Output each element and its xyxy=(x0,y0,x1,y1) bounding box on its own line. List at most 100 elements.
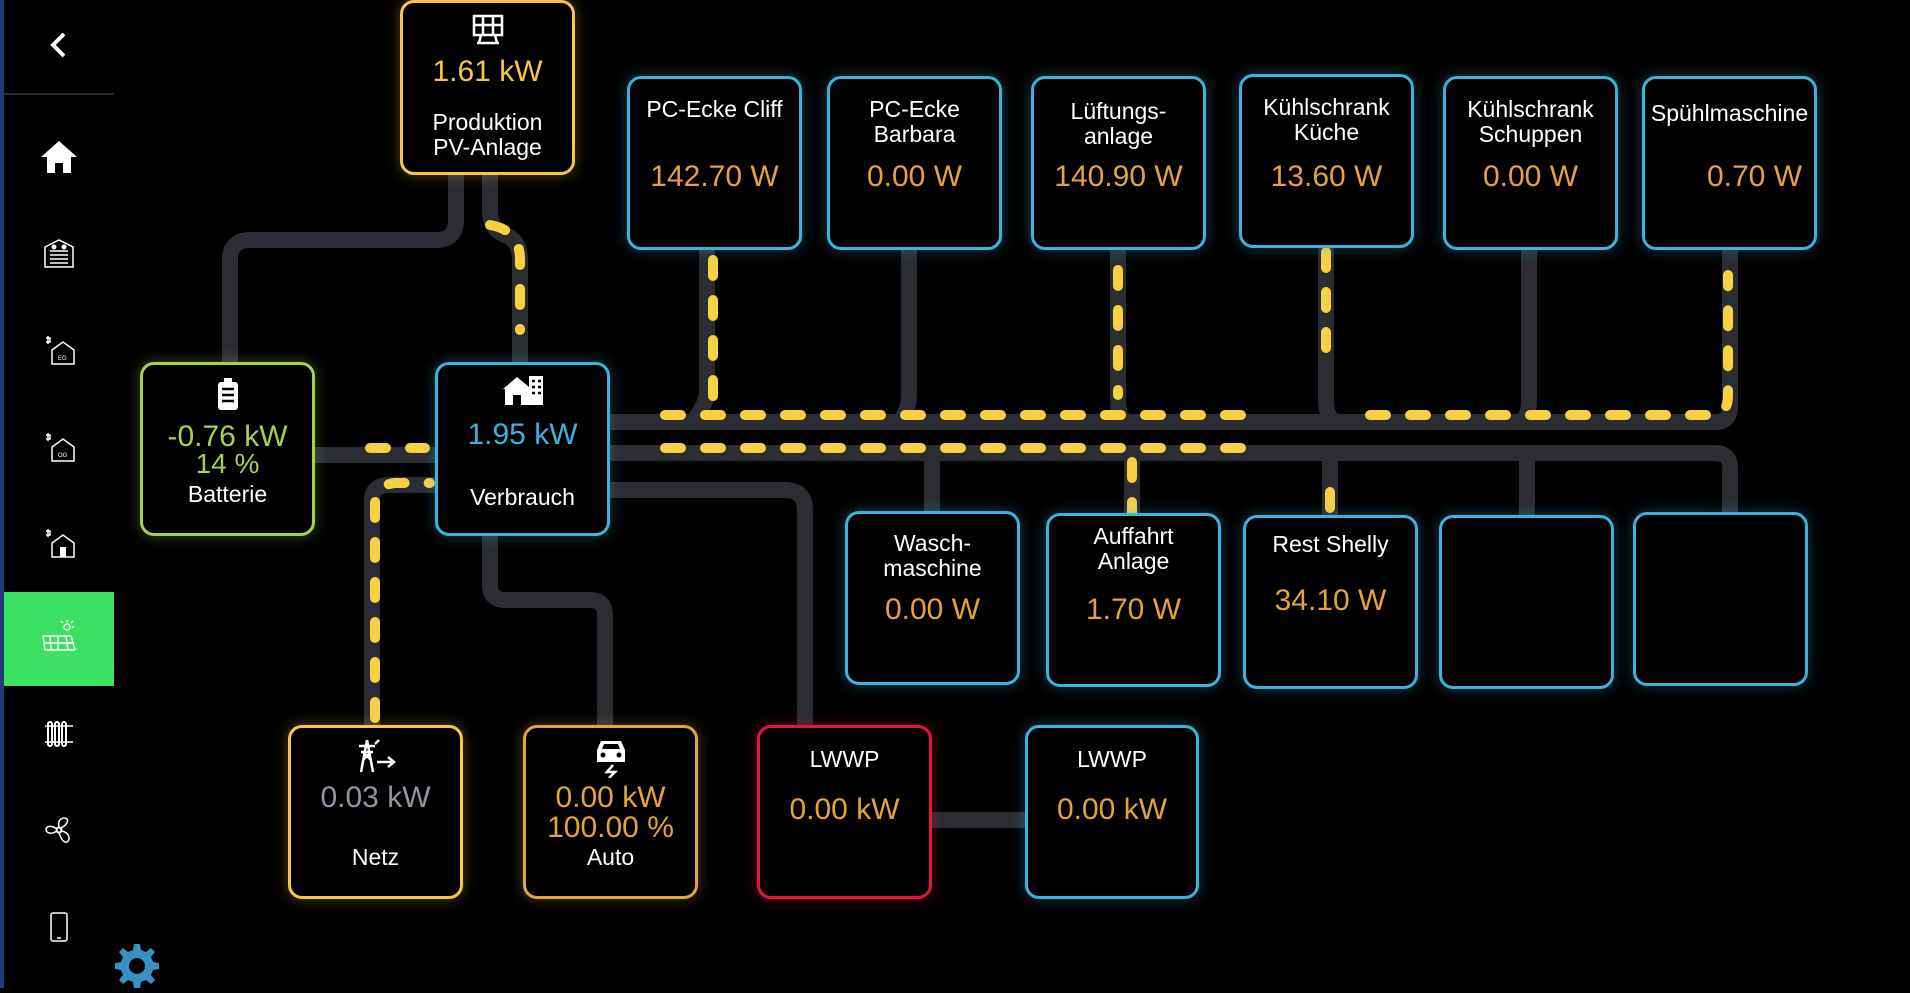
device-card-empty[interactable] xyxy=(1439,515,1614,689)
heatpump-2-value: 0.00 kW xyxy=(1056,793,1168,826)
grid-node[interactable]: 0.03 kW Netz xyxy=(288,725,463,899)
heatpump-node-1[interactable]: LWWP 0.00 kW xyxy=(757,725,932,899)
device-value: 0.00 W xyxy=(1482,160,1579,193)
flow-drop-1 xyxy=(700,255,718,417)
device-value: 142.70 W xyxy=(650,160,779,193)
device-label: Kühlschrank Schuppen xyxy=(1467,96,1594,147)
sidebar-item-house[interactable] xyxy=(4,498,114,592)
flow-grid xyxy=(370,478,435,723)
home-icon xyxy=(37,137,81,182)
sidebar-item-phone[interactable] xyxy=(4,882,114,976)
drop-top-4 xyxy=(1318,244,1348,430)
svg-text:OG: OG xyxy=(58,453,68,459)
sidebar-item-home[interactable] xyxy=(4,112,114,206)
house-og-icon: OG xyxy=(42,431,76,468)
house-eg-icon: EG xyxy=(42,334,76,371)
device-label: Lüftungs- anlage xyxy=(1070,98,1167,149)
phone-icon xyxy=(48,911,70,948)
radiator-icon xyxy=(43,718,75,755)
device-value: 140.90 W xyxy=(1054,160,1183,193)
device-card[interactable]: Rest Shelly 34.10 W xyxy=(1243,515,1418,689)
device-card[interactable]: Kühlschrank Küche 13.60 W xyxy=(1239,74,1414,248)
garage-icon xyxy=(42,237,76,274)
sidebar-item-eg[interactable]: EG xyxy=(4,305,114,399)
bus-bottom xyxy=(597,445,1738,523)
device-card[interactable]: Spühlmaschine 0.70 W xyxy=(1642,76,1817,250)
device-card-empty[interactable] xyxy=(1633,512,1808,686)
line-pv-consumption xyxy=(482,167,528,370)
house-plug-icon xyxy=(42,527,76,564)
flow-pv-consumption xyxy=(485,220,525,335)
sidebar-item-ventilation[interactable] xyxy=(4,785,114,879)
battery-node[interactable]: -0.76 kW 14 % Batterie xyxy=(140,362,315,536)
sidebar-item-energy[interactable] xyxy=(4,592,114,686)
device-label: Kühlschrank Küche xyxy=(1263,94,1390,145)
pv-production-node[interactable]: 1.61 kW Produktion PV-Anlage xyxy=(400,0,575,175)
heatpump-2-label: LWWP xyxy=(1077,746,1147,772)
sidebar-item-heating[interactable] xyxy=(4,689,114,783)
left-edge-bar xyxy=(0,0,4,988)
device-label: Spühlmaschine xyxy=(1650,100,1809,126)
heatpump-node-2[interactable]: LWWP 0.00 kW xyxy=(1025,725,1199,899)
fan-icon xyxy=(43,814,75,851)
car-node[interactable]: 0.00 kW 100.00 % Auto xyxy=(523,725,698,899)
car-percent-value: 100.00 % xyxy=(547,811,674,844)
flow-bus-top-2 xyxy=(1365,270,1733,420)
device-label: Rest Shelly xyxy=(1272,531,1389,557)
pv-power-value: 1.61 kW xyxy=(432,55,543,88)
device-value: 34.10 W xyxy=(1274,584,1387,617)
house-building-icon xyxy=(501,373,545,407)
car-label: Auto xyxy=(586,844,635,870)
consumption-label: Verbrauch xyxy=(470,484,575,510)
device-card[interactable]: PC-Ecke Barbara 0.00 W xyxy=(827,76,1002,250)
device-value: 0.70 W xyxy=(1706,160,1803,193)
drop-top-2 xyxy=(892,244,917,430)
line-grid xyxy=(364,477,443,733)
device-card[interactable]: Kühlschrank Schuppen 0.00 W xyxy=(1443,76,1618,250)
sidebar-item-og[interactable]: OG xyxy=(4,402,114,496)
power-pylon-icon xyxy=(355,738,397,774)
device-label: PC-Ecke Barbara xyxy=(869,96,960,147)
battery-percent-value: 14 % xyxy=(195,448,260,479)
device-card[interactable]: Wasch- maschine 0.00 W xyxy=(845,511,1020,685)
device-label: Wasch- maschine xyxy=(883,530,982,581)
back-button[interactable] xyxy=(4,0,114,94)
gear-icon xyxy=(113,944,161,992)
consumption-node[interactable]: 1.95 kW Verbrauch xyxy=(435,362,610,536)
solar-panel-icon xyxy=(41,619,77,659)
svg-text:EG: EG xyxy=(58,356,67,362)
solar-panel-icon xyxy=(471,13,505,47)
battery-power-value: -0.76 kW xyxy=(167,420,288,453)
device-value: 0.00 W xyxy=(866,160,963,193)
back-arrow-icon xyxy=(47,30,71,65)
device-label: Auffahrt Anlage xyxy=(1093,523,1174,574)
heatpump-1-value: 0.00 kW xyxy=(789,793,900,826)
line-car xyxy=(482,524,613,733)
device-value: 13.60 W xyxy=(1270,160,1383,193)
device-card[interactable]: Auffahrt Anlage 1.70 W xyxy=(1046,513,1221,687)
bus-top xyxy=(597,244,1738,430)
drop-top-5 xyxy=(1507,244,1537,430)
grid-power-value: 0.03 kW xyxy=(320,781,431,814)
heatpump-1-label: LWWP xyxy=(809,746,880,772)
device-label: PC-Ecke Cliff xyxy=(646,96,783,122)
ev-car-icon xyxy=(593,738,629,778)
settings-button[interactable] xyxy=(113,940,161,988)
battery-icon xyxy=(216,377,240,411)
line-heatpump xyxy=(597,482,813,733)
sidebar: EG OG xyxy=(4,0,114,988)
sidebar-item-garage[interactable] xyxy=(4,208,114,302)
drop-top-1 xyxy=(684,244,715,430)
line-pv-battery xyxy=(222,167,464,370)
device-card[interactable]: Lüftungs- anlage 140.90 W xyxy=(1031,76,1206,250)
car-power-value: 0.00 kW xyxy=(555,781,666,814)
device-card[interactable]: PC-Ecke Cliff 142.70 W xyxy=(627,76,802,250)
consumption-power-value: 1.95 kW xyxy=(467,418,578,451)
device-value: 1.70 W xyxy=(1085,593,1182,626)
grid-label: Netz xyxy=(351,844,400,870)
sidebar-divider xyxy=(4,93,114,95)
battery-label: Batterie xyxy=(187,481,268,507)
device-value: 0.00 W xyxy=(884,593,981,626)
pv-label: Produktion PV-Anlage xyxy=(432,109,543,160)
